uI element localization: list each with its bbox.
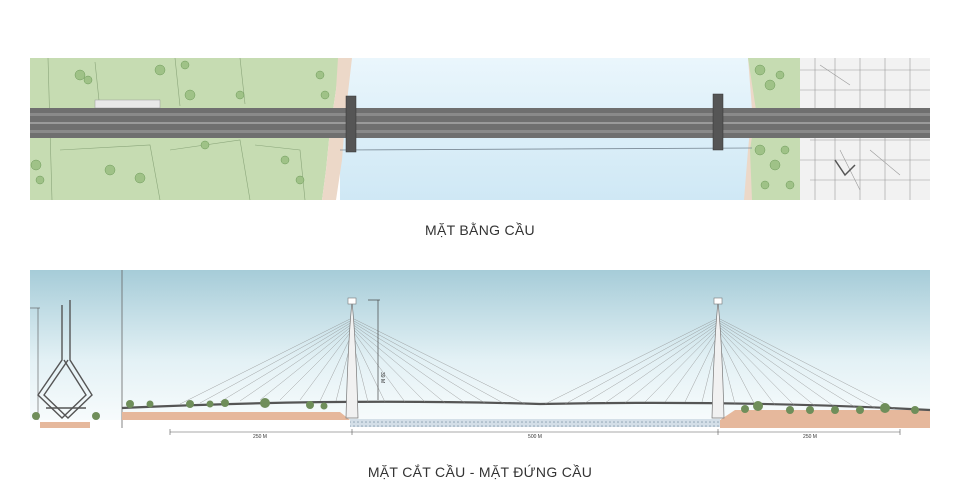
bridge-plan-view <box>30 57 930 201</box>
pylon-right-plan <box>712 93 724 151</box>
right-pylon-cables <box>544 317 896 410</box>
bridge-elevation-view: 39 M 250 M 500 M 250 M <box>30 270 931 440</box>
elevation-caption: MẶT CẮT CẦU - MẶT ĐỨNG CẦU <box>367 464 593 480</box>
ground-right <box>720 410 930 428</box>
river-section <box>350 419 720 427</box>
pylon-right <box>711 301 725 419</box>
pylon-left <box>345 301 359 419</box>
dim-main-span: 500 M <box>528 434 542 440</box>
sky-background <box>30 270 930 420</box>
dim-left-span: 250 M <box>253 434 267 440</box>
bridge-deck-elevation <box>121 400 931 412</box>
pylon-height-label: 39 M <box>379 372 385 383</box>
pylon-cross-section <box>37 300 93 419</box>
pylon-left-plan <box>345 95 357 153</box>
plan-caption: MẶT BẰNG CẦU <box>425 222 535 238</box>
ground-left <box>122 412 350 420</box>
left-pylon-cables <box>179 317 526 405</box>
dim-right-span: 250 M <box>803 434 817 440</box>
trees-elevation <box>32 398 919 420</box>
